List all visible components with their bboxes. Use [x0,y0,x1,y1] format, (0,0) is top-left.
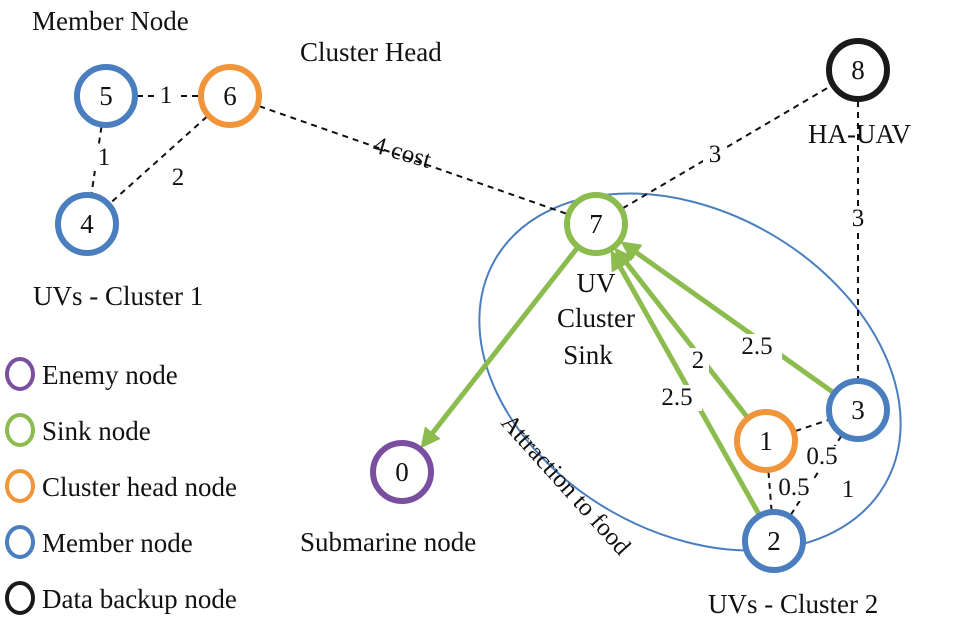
node-label: 7 [589,209,603,239]
node-circle [826,38,890,102]
edge-label-7-8: 3 [709,141,722,168]
node-label: 5 [99,81,113,111]
arrow-3-7 [620,241,835,395]
legend-label-enemy: Enemy node [42,360,178,390]
node-1: 1 [734,409,798,473]
legend-swatch-sink [5,413,35,447]
edge-label-8-3: 3 [852,205,865,232]
uv-sink-label-line2: Cluster [557,303,635,333]
edge-label-bg [92,147,116,171]
node-0: 0 [370,440,434,504]
node-6: 6 [198,64,262,128]
edge-1-3 [795,418,829,433]
edge-label-bg [774,477,814,501]
node-label: 2 [767,526,781,556]
arrow-7-0 [420,246,580,449]
node-label: 4 [80,209,94,239]
node-8: 8 [826,38,890,102]
node-4: 4 [55,192,119,256]
cluster-2-ellipse [478,192,902,552]
arrow-1-7 [614,247,750,419]
edge-7-8 [622,84,832,210]
edge-label-1-3: 0.5 [806,443,837,470]
legend-label-member: Member node [42,528,193,558]
node-circle [734,409,798,473]
uv-sink-label-line1: UV [577,268,616,298]
node-circle [55,192,119,256]
legend-swatch-member [5,525,35,559]
legend-swatch-enemy [5,357,35,391]
edge-label-5-6: 1 [160,82,173,109]
node-label: 1 [759,426,773,456]
ha-uav-label: HA-UAV [808,119,912,149]
submarine-node-label: Submarine node [300,527,476,557]
edge-1-2 [767,471,773,511]
node-circle [74,64,138,128]
node-label: 0 [395,457,409,487]
arrow-label-bg [687,348,709,374]
uvs-cluster-1-label: UVs - Cluster 1 [33,281,203,311]
node-circle [826,378,890,442]
edge-label-6-7: 4 cost [370,132,434,174]
arrow-label-7-0: Attraction to food [496,409,636,561]
edge-label-bg [154,85,178,109]
node-label: 8 [851,55,865,85]
arrow-label-bg [732,334,782,360]
edge-label-bg [703,144,727,168]
edge-label-bg [836,479,860,503]
node-7: 7 [564,192,628,256]
arrow-label-bg [652,385,702,411]
arrow-label-1-7: 2 [692,347,705,374]
edge-label-5-4: 1 [98,144,111,171]
arrow-label-3-7: 2.5 [741,333,772,360]
uvs-cluster-2-label: UVs - Cluster 2 [708,589,878,619]
member-node-title: Member Node [32,6,189,36]
uv-sink-label-line3: Sink [563,340,613,370]
node-5: 5 [74,64,138,128]
node-circle [370,440,434,504]
node-circle [564,192,628,256]
node-2: 2 [742,509,806,573]
node-label: 3 [851,395,865,425]
arrow-label-2-7: 2.5 [661,384,692,411]
node-circle [742,509,806,573]
node-3: 3 [826,378,890,442]
node-circle [198,64,262,128]
legend-swatch-backup [5,581,35,615]
edge-label-2-3: 1 [842,476,855,503]
legend-label-backup: Data backup node [42,584,237,614]
edge-label-bg [846,208,870,232]
legend-label-sink: Sink node [42,416,151,446]
edge-label-bg [166,167,190,191]
legend-swatch-cluster-head [5,469,35,503]
arrows-layer [420,241,835,517]
node-label: 6 [223,81,237,111]
edge-label-6-4: 2 [172,164,185,191]
edge-label-bg [802,446,842,470]
edge-6-4 [109,115,208,205]
edge-label-1-2: 0.5 [778,474,809,501]
nodes-layer: 5 6 4 8 7 0 1 3 2 [55,38,890,573]
legend-label-cluster-head: Cluster head node [42,472,237,502]
cluster-head-title: Cluster Head [300,37,442,67]
